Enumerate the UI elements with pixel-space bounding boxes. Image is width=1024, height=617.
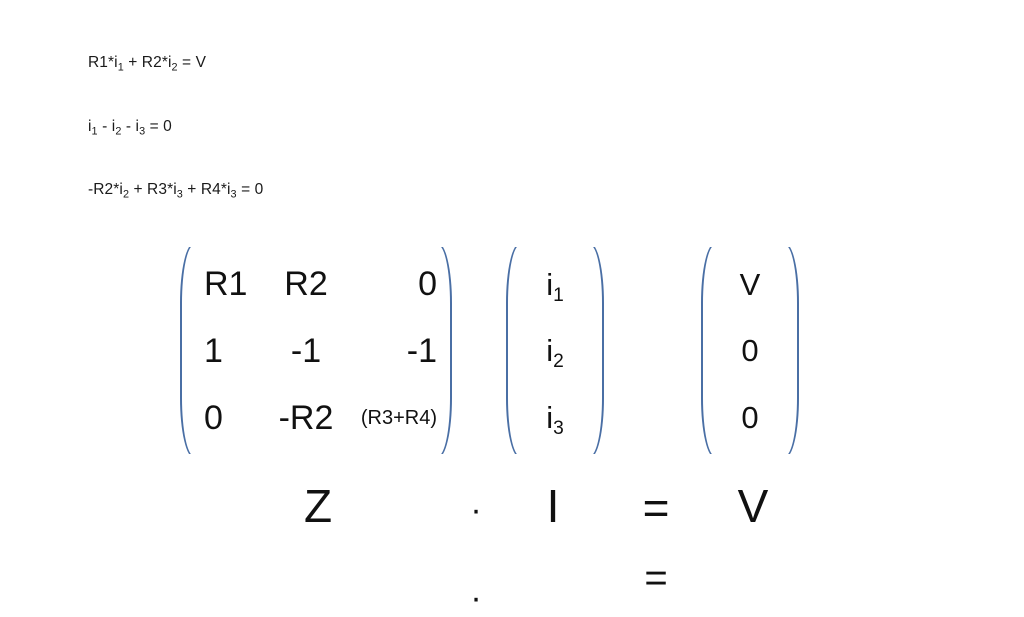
voltage-vector-bracket: [701, 241, 799, 460]
matrix-equation: R1 R2 0 1 -1 -1 0 -R2 (R3+R4) · i1 i2 i3 = V 0 0: [0, 241, 1024, 615]
impedance-cell-r2c3: -1: [406, 331, 437, 370]
current-vector-cell-1: i1: [546, 266, 564, 306]
impedance-matrix-bracket: [180, 241, 452, 460]
slide-canvas: { "equations": [ { "id": "kvl-loop-1", "…: [0, 54, 1024, 615]
current-vector-bracket: [506, 241, 604, 460]
symbol-current-vector: I: [546, 480, 560, 532]
impedance-cell-r1c2: R2: [284, 265, 328, 304]
impedance-cell-r2c2: -1: [290, 331, 322, 370]
current-vector-cell-2: i2: [546, 333, 564, 373]
impedance-matrix-cells: R1 R2 0 1 -1 -1 0 -R2 (R3+R4): [190, 251, 445, 451]
impedance-cell-r3c2: -R2: [278, 398, 334, 437]
matrix-equals-operator: =: [644, 556, 668, 600]
voltage-vector-cell-1: V: [739, 266, 761, 302]
voltage-vector-cell-3: 0: [741, 400, 759, 436]
voltage-vector-cells: V 0 0: [701, 251, 799, 451]
equation-kvl-loop-1: R1*i1 + R2*i2 = V: [88, 54, 207, 74]
impedance-cell-r2c1: 1: [204, 331, 223, 370]
impedance-cell-r1c1: R1: [204, 265, 248, 304]
matrix-multiply-operator: ·: [470, 579, 482, 617]
symbol-voltage-vector: V: [737, 480, 769, 532]
impedance-cell-r1c3: 0: [418, 265, 437, 304]
current-vector-cells: i1 i2 i3: [506, 251, 604, 451]
current-vector-cell-3: i3: [546, 400, 564, 439]
equation-kcl-node: i1 - i2 - i3 = 0: [88, 117, 172, 137]
symbol-multiply-operator: ·: [470, 491, 482, 529]
symbolic-equation-row: Z · I = V: [0, 483, 1024, 543]
symbol-equals-operator: =: [642, 482, 670, 534]
equation-list: R1*i1 + R2*i2 = V i1 - i2 - i3 = 0 -R2*i…: [88, 54, 588, 201]
impedance-cell-r3c1: 0: [204, 398, 223, 437]
equation-kvl-loop-2: -R2*i2 + R3*i3 + R4*i3 = 0: [88, 181, 264, 201]
voltage-vector-cell-2: 0: [741, 333, 759, 369]
impedance-cell-r3c3: (R3+R4): [360, 406, 437, 429]
symbol-impedance-matrix: Z: [303, 480, 333, 532]
